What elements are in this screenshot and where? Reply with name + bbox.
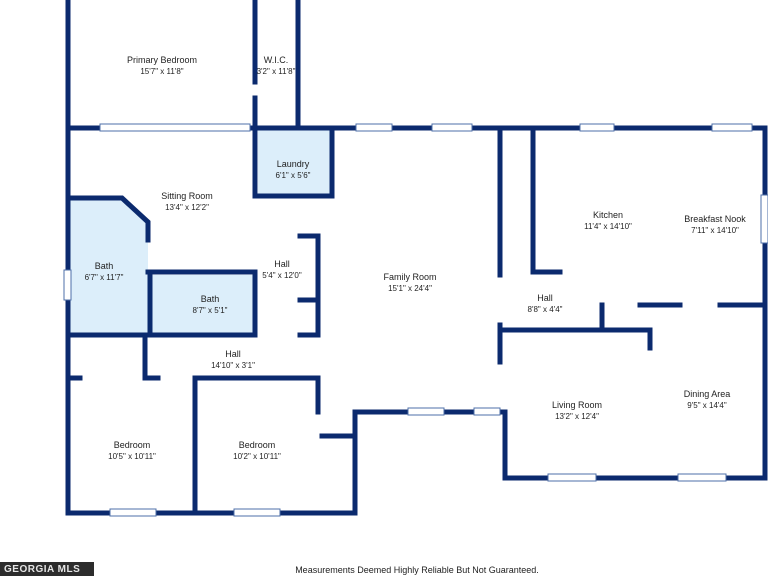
room-name-primary-bedroom: Primary Bedroom	[127, 55, 197, 65]
room-name-kitchen: Kitchen	[593, 210, 623, 220]
room-name-hall-right: Hall	[537, 293, 553, 303]
window	[431, 123, 473, 132]
room-dim-dining-area: 9'5" x 14'4"	[687, 401, 727, 410]
window	[547, 473, 597, 482]
window	[99, 123, 251, 132]
room-dim-bedroom-left: 10'5" x 10'11"	[108, 452, 156, 461]
room-dim-hall-right: 8'8" x 4'4"	[528, 305, 563, 314]
room-name-hall-upper: Hall	[274, 259, 290, 269]
room-name-dining-area: Dining Area	[684, 389, 731, 399]
brokerage-logo: GEORGIA MLS	[0, 562, 94, 576]
room-name-bath-a: Bath	[95, 261, 114, 271]
bath-b-fill	[150, 275, 254, 335]
room-dim-bath-b: 8'7" x 5'1"	[193, 306, 228, 315]
window	[711, 123, 753, 132]
window	[677, 473, 727, 482]
room-name-laundry: Laundry	[277, 159, 310, 169]
room-dim-bath-a: 6'7" x 11'7"	[85, 273, 124, 282]
room-dim-bedroom-right: 10'2" x 10'11"	[233, 452, 281, 461]
window	[109, 508, 157, 517]
room-name-living-room: Living Room	[552, 400, 602, 410]
laundry-fill	[258, 130, 330, 194]
bath-a-fill	[70, 198, 148, 335]
disclaimer-note: Measurements Deemed Highly Reliable But …	[295, 565, 539, 575]
window	[355, 123, 393, 132]
room-name-bedroom-left: Bedroom	[114, 440, 151, 450]
shaded-rooms	[70, 130, 330, 335]
room-name-hall-lower: Hall	[225, 349, 241, 359]
room-dim-family-room: 15'1" x 24'4"	[388, 284, 432, 293]
room-name-bath-b: Bath	[201, 294, 220, 304]
room-name-breakfast-nook: Breakfast Nook	[684, 214, 746, 224]
room-dim-breakfast-nook: 7'11" x 14'10"	[691, 226, 739, 235]
windows	[63, 123, 768, 517]
room-labels: Primary Bedroom 15'7" x 11'8" W.I.C. 3'2…	[85, 55, 747, 461]
window	[233, 508, 281, 517]
room-dim-kitchen: 11'4" x 14'10"	[584, 222, 632, 231]
window	[473, 407, 501, 416]
room-dim-living-room: 13'2" x 12'4"	[555, 412, 599, 421]
room-name-bedroom-right: Bedroom	[239, 440, 276, 450]
room-name-wic: W.I.C.	[264, 55, 289, 65]
room-name-sitting-room: Sitting Room	[161, 191, 213, 201]
room-dim-hall-upper: 5'4" x 12'0"	[262, 271, 302, 280]
room-name-family-room: Family Room	[383, 272, 436, 282]
room-dim-hall-lower: 14'10" x 3'1"	[211, 361, 255, 370]
window	[760, 194, 768, 244]
room-dim-laundry: 6'1" x 5'6"	[276, 171, 311, 180]
room-dim-primary-bedroom: 15'7" x 11'8"	[140, 67, 183, 76]
window	[407, 407, 445, 416]
window	[63, 269, 72, 301]
walls	[65, 0, 768, 516]
room-dim-sitting-room: 13'4" x 12'2"	[165, 203, 209, 212]
window	[579, 123, 615, 132]
room-dim-wic: 3'2" x 11'8"	[257, 67, 296, 76]
